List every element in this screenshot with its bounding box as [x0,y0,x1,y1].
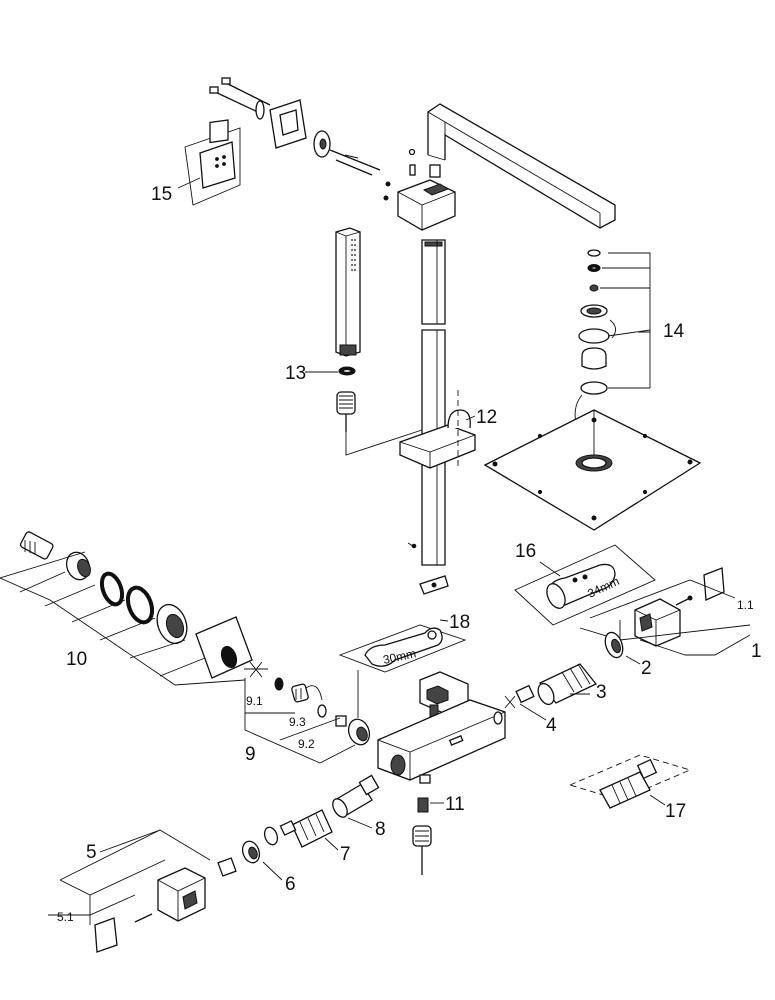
leader-lines [99,177,666,881]
part-7-cartridge [279,809,333,848]
spare-inlet [568,754,692,809]
callout-9: 9 [245,744,256,765]
wall-bracket-assembly [184,77,391,206]
callout-8: 8 [375,819,386,840]
shower-arm [408,103,616,229]
hand-shower-slider [399,390,476,470]
callout-3: 3 [596,682,607,703]
callout-9-1: 9.1 [246,694,263,708]
wrench-tool: 30mm [338,624,467,718]
part-2 [604,631,624,659]
part-8 [332,774,380,818]
callout-18: 18 [449,612,470,633]
callout-5: 5 [86,842,97,863]
callout-1: 1 [751,641,762,662]
check-valve-group [244,661,371,764]
callout-9-3: 9.3 [289,715,306,729]
part-6 [217,826,279,877]
callout-labels: 1 1.1 2 3 4 5 5.1 6 7 8 9 9.1 9.2 9.3 10… [57,184,762,924]
callout-17: 17 [665,801,686,822]
top-connector-block [397,179,456,231]
callout-6: 6 [285,874,296,895]
callout-2: 2 [641,658,652,679]
right-handle-group [579,567,751,656]
hand-shower [335,227,423,456]
callout-14: 14 [663,321,685,342]
left-handle-group [48,829,211,953]
outlet-hose [412,797,432,875]
left-inlet-group [0,531,253,686]
callout-13: 13 [285,363,306,384]
callout-15: 15 [151,184,172,205]
callout-9-2: 9.2 [298,737,315,751]
wrench-size-label: 30mm [382,646,418,667]
thermostat-body [377,671,506,784]
part-3 [537,663,598,706]
callout-10: 10 [66,649,87,670]
head-shower-parts [483,249,702,531]
part-4 [504,684,535,709]
callout-5-1: 5.1 [57,910,74,924]
callout-16: 16 [515,541,536,562]
callout-11: 11 [445,794,465,815]
callout-4: 4 [546,715,557,736]
riser-pipe [407,239,449,595]
callout-12: 12 [476,407,497,428]
callout-1-1: 1.1 [737,598,754,612]
callout-7: 7 [340,844,351,865]
